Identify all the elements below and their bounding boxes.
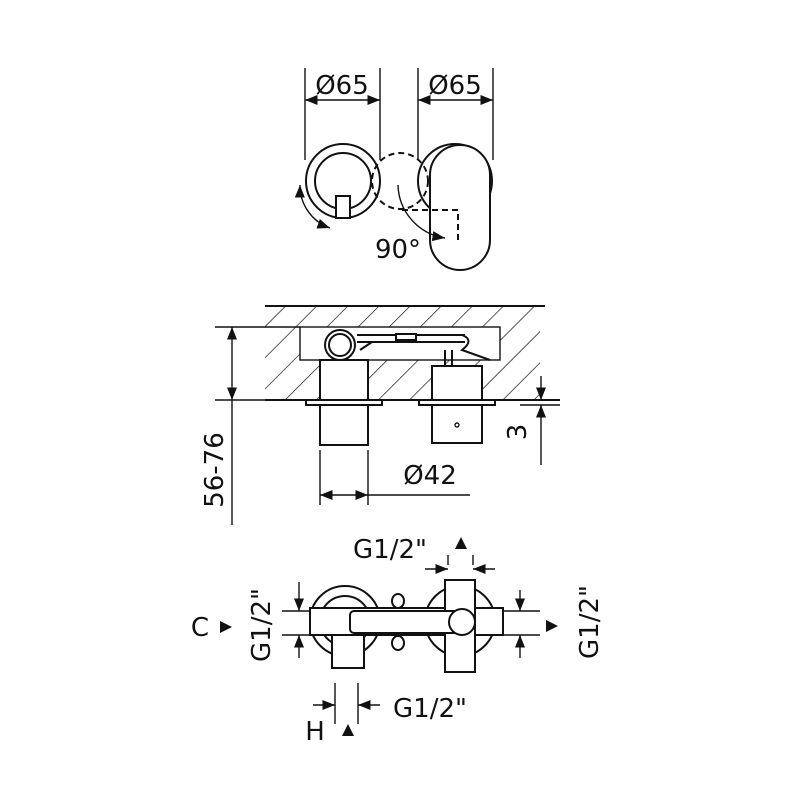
wall-hatching (265, 306, 540, 400)
gap-label: 3 (503, 424, 533, 441)
depth-range-label: 56-76 (200, 432, 230, 508)
right-arrow-icon (546, 620, 558, 632)
handle-screw (454, 422, 460, 428)
valve-cartridge-inner (328, 333, 352, 357)
body-cavity (299, 326, 501, 361)
right-body-stem (431, 365, 483, 401)
bottom-connection-label: G1/2" (393, 694, 467, 724)
side-view: 56-76 3 Ø42 (200, 305, 560, 525)
rod-link (395, 333, 417, 341)
left-knob-side (319, 404, 369, 446)
cold-label: C (191, 613, 209, 643)
handle-rotated-outline (402, 209, 459, 240)
rotation-label: 90° (375, 235, 421, 265)
spout-diameter-label: Ø42 (403, 461, 457, 491)
mixer-core (448, 608, 476, 636)
hot-label: H (305, 717, 325, 747)
rotation-arrow-icon (294, 184, 331, 229)
right-arrow-icon (220, 621, 232, 633)
hot-inlet-port (331, 634, 365, 669)
up-arrow-icon (455, 537, 467, 549)
rotation-arrow-icon (397, 184, 446, 242)
left-body-stem (319, 359, 369, 401)
bottom-view: G1/2" C G1/2" G1/2" G1/2" H (191, 535, 605, 747)
top-view: Ø65 Ø65 90° (294, 68, 494, 271)
top-connection-label: G1/2" (353, 535, 427, 565)
mounting-lug (391, 635, 405, 651)
left-connection-label: G1/2" (247, 588, 277, 662)
right-diameter-label: Ø65 (428, 71, 482, 101)
mixer-handle (429, 144, 491, 271)
left-knob-lever (335, 195, 351, 219)
left-diameter-label: Ø65 (315, 71, 369, 101)
mounting-lug (391, 593, 405, 609)
right-handle-side (431, 404, 483, 444)
hidden-outline (371, 152, 429, 210)
mixer-linkage (444, 334, 491, 365)
up-arrow-icon (342, 724, 354, 736)
right-connection-label: G1/2" (575, 585, 605, 659)
